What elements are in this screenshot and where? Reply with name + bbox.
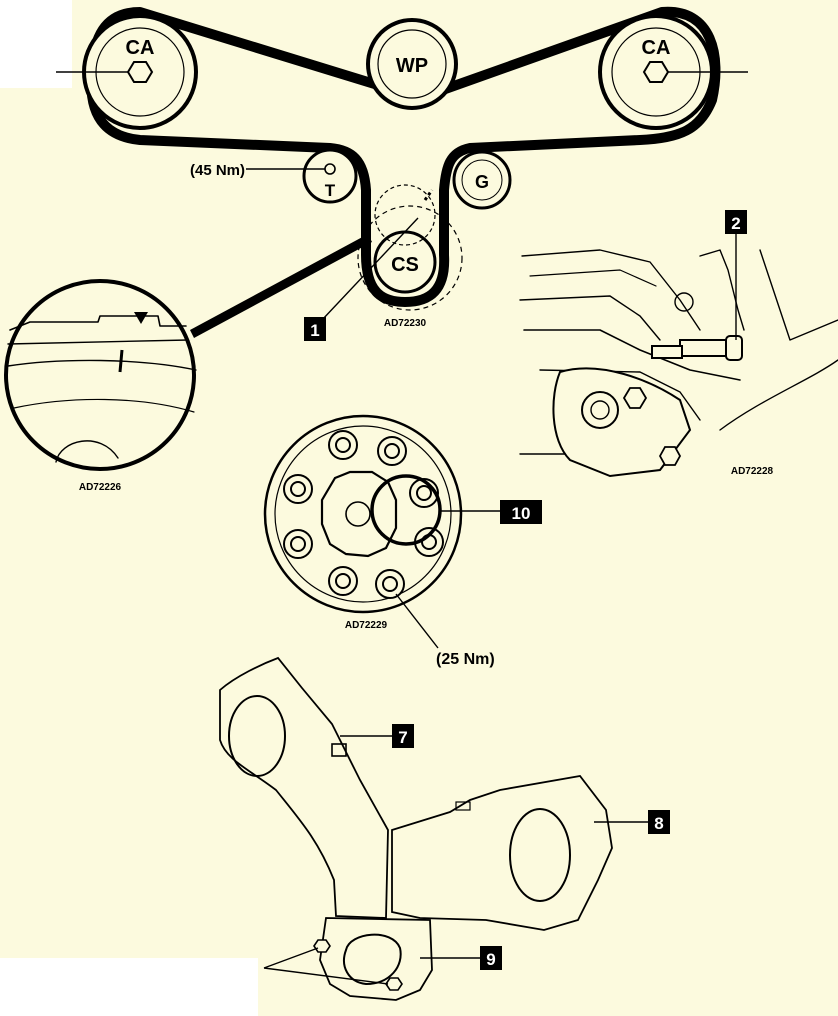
callout-box-2 bbox=[725, 210, 747, 234]
callout-box-7 bbox=[392, 724, 414, 748]
hex-bolt-icon bbox=[385, 977, 403, 991]
right-camshaft-pulley: CA bbox=[598, 14, 748, 130]
callout-box-9 bbox=[480, 946, 502, 970]
callout-number-2: 2 bbox=[731, 214, 740, 233]
torque-label-tensioner: (45 Nm) bbox=[190, 162, 245, 179]
hex-bolt-icon bbox=[126, 61, 154, 83]
torque-label-crank-bolts: (25 Nm) bbox=[436, 651, 495, 668]
timing-mark-triangle-icon bbox=[134, 312, 148, 324]
locking-pin-detail: 2 AD72228 bbox=[519, 210, 838, 478]
pulley-label-cam-right: CA bbox=[642, 37, 671, 59]
upper-cover bbox=[219, 656, 389, 919]
figure-code-belt-layout: AD72230 bbox=[384, 318, 427, 329]
callout-number-8: 8 bbox=[654, 814, 663, 833]
idler-pulley: G bbox=[452, 150, 512, 210]
callout-number-1: 1 bbox=[310, 321, 319, 340]
callout-box-8 bbox=[648, 810, 670, 834]
pulley-label-tensioner: T bbox=[325, 181, 336, 200]
pulley-label-idler: G bbox=[475, 172, 489, 192]
crankshaft-pulley: CS bbox=[357, 184, 463, 311]
callout-number-7: 7 bbox=[398, 728, 407, 747]
callout-number-9: 9 bbox=[486, 950, 495, 969]
figure-code-mark-detail: AD72226 bbox=[79, 482, 122, 493]
bolt-ring bbox=[283, 430, 444, 599]
hex-bolt-icon bbox=[313, 939, 331, 953]
belt-layout: CA WP CA T (45 Nm) G bbox=[56, 6, 748, 341]
pulley-label-water-pump: WP bbox=[396, 55, 428, 77]
figure-code-crank-detail: AD72229 bbox=[345, 620, 388, 631]
tensioner-pulley: T (45 Nm) bbox=[190, 148, 358, 204]
water-pump-pulley: WP bbox=[366, 18, 458, 110]
timing-mark-detail: AD72226 bbox=[4, 234, 372, 493]
callout-box-10 bbox=[500, 500, 542, 524]
left-camshaft-pulley: CA bbox=[56, 14, 198, 130]
pulley-label-cam-left: CA bbox=[126, 37, 155, 59]
crank-pulley-detail: 10 (25 Nm) AD72229 bbox=[263, 414, 542, 668]
figure-code-pin-detail: AD72228 bbox=[731, 466, 774, 477]
bottom-cover bbox=[319, 917, 433, 1001]
callout-box-1 bbox=[304, 317, 326, 341]
callout-number-10: 10 bbox=[512, 504, 531, 523]
timing-covers: 7 8 9 bbox=[219, 656, 670, 1001]
hex-bolt-icon bbox=[622, 387, 648, 409]
pulley-label-crankshaft: CS bbox=[391, 254, 419, 276]
hex-bolt-icon bbox=[658, 446, 682, 466]
